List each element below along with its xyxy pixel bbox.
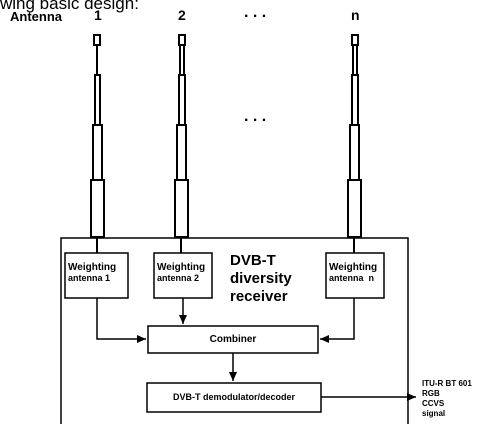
weighting-1-line-1: Weighting [68, 262, 117, 273]
weighting-2-line-2: antenna 2 [157, 273, 200, 283]
antenna-1-icon [90, 34, 105, 253]
combiner-label: Combiner [209, 334, 257, 345]
antenna-number-2: 2 [178, 7, 186, 23]
output-line-3: CCVS [422, 399, 445, 408]
demod-label: DVB-T demodulator/decoder [172, 392, 295, 402]
weighting-1-box [64, 252, 129, 299]
antenna-row-label: Antenna [10, 9, 62, 24]
weighting-1-label: Weighting antenna 1 [68, 262, 126, 284]
antenna-ellipsis-top: . . . [244, 4, 267, 21]
weighting-1-line-2: antenna 1 [68, 273, 111, 283]
output-label: ITU-R BT 601 RGB CCVS signal [422, 379, 472, 419]
receiver-title-line-2: diversity [230, 270, 292, 287]
output-line-1: ITU-R BT 601 [422, 379, 472, 388]
antenna-number-1: 1 [94, 7, 102, 23]
arrow-weighting-1-to-combiner [96, 298, 146, 343]
weighting-2-label: Weighting antenna 2 [157, 262, 211, 284]
weighting-n-label: Weighting antenna n [329, 262, 383, 284]
output-line-4: signal [422, 409, 446, 418]
arrow-weighting-n-to-combiner [320, 298, 355, 343]
weighting-n-line-2: antenna n [329, 273, 375, 283]
weighting-n-box [325, 252, 385, 299]
antenna-ellipsis-mid: . . . [244, 108, 267, 125]
receiver-outline [60, 237, 409, 424]
antenna-n-icon [347, 34, 362, 253]
weighting-n-line-1: Weighting [329, 262, 378, 273]
weighting-2-line-1: Weighting [157, 262, 206, 273]
output-line-2: RGB [422, 389, 440, 398]
antenna-2-icon [174, 34, 189, 253]
receiver-title-line-3: receiver [230, 288, 288, 305]
receiver-title-line-1: DVB-T [230, 252, 276, 269]
antenna-number-n: n [351, 7, 360, 23]
combiner-box [147, 325, 319, 354]
receiver-title: DVB-T diversity receiver [230, 252, 292, 306]
caption-text: wing basic design: [0, 0, 139, 13]
